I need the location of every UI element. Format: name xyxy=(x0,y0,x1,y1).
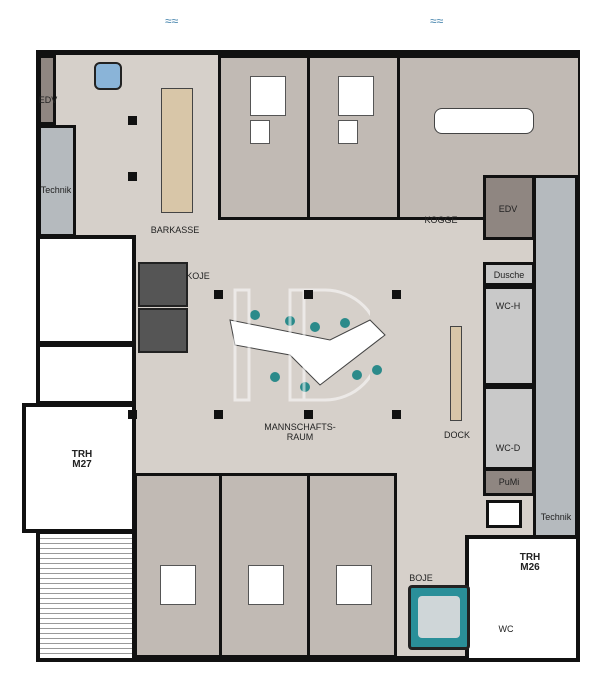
label-barkasse: BARKASSE xyxy=(150,225,200,235)
column xyxy=(392,290,401,299)
desk-group xyxy=(248,565,284,605)
koje-booth-1 xyxy=(138,262,188,307)
meeting-table xyxy=(434,108,534,134)
central-table xyxy=(229,319,386,386)
room-trh-m27 xyxy=(22,403,136,533)
stairs-left xyxy=(36,530,136,662)
room-technik-right[interactable] xyxy=(533,175,578,540)
elevators xyxy=(36,343,136,405)
stair-core-upper xyxy=(36,235,136,345)
column xyxy=(128,410,137,419)
column xyxy=(214,290,223,299)
room-office-5[interactable] xyxy=(307,473,397,658)
label-dock: DOCK xyxy=(443,430,471,440)
label-technik-left: Technik xyxy=(40,185,72,195)
label-kogge: KOGGE xyxy=(424,215,458,225)
column xyxy=(304,410,313,419)
room-technik-left[interactable] xyxy=(38,125,76,237)
room-wc-h[interactable] xyxy=(483,286,535,386)
hd-logo-watermark xyxy=(233,288,370,402)
label-wc-d: WC-D xyxy=(495,443,521,453)
label-line: TRH xyxy=(71,449,93,460)
label-line: MANNSCHAFTS- xyxy=(264,422,336,432)
dock-counter xyxy=(450,326,462,421)
desk-group xyxy=(336,565,372,605)
desk-group xyxy=(338,76,374,116)
column xyxy=(128,172,137,181)
desk xyxy=(338,120,358,144)
column xyxy=(392,410,401,419)
label-line: RAUM xyxy=(286,432,314,442)
room-wc-d[interactable] xyxy=(483,386,535,470)
water-icon: ≈≈ xyxy=(165,14,179,28)
label-technik-right: Technik xyxy=(540,512,572,522)
label-edv-right: EDV xyxy=(498,204,518,214)
label-boje: BOJE xyxy=(409,573,433,583)
desk-group xyxy=(160,565,196,605)
label-koje: KOJE xyxy=(186,271,210,281)
label-wc-h: WC-H xyxy=(495,301,521,311)
column xyxy=(214,410,223,419)
chair xyxy=(310,322,320,332)
chair xyxy=(340,318,350,328)
room-trh-m26 xyxy=(465,535,580,662)
chair xyxy=(372,365,382,375)
desk xyxy=(250,120,270,144)
room-pumi[interactable] xyxy=(483,468,535,496)
label-line: M27 xyxy=(72,459,92,470)
label-wc: WC xyxy=(498,624,514,634)
label-line: TRH xyxy=(519,552,541,563)
room-dusche[interactable] xyxy=(483,262,535,286)
barkasse-table xyxy=(161,88,193,213)
chair xyxy=(352,370,362,380)
koje-booth-2 xyxy=(138,308,188,353)
boje-table xyxy=(418,596,460,638)
shaft xyxy=(486,500,522,528)
room-edv-left[interactable] xyxy=(38,55,56,125)
label-mannschaftsraum: MANNSCHAFTS-RAUM xyxy=(264,422,336,442)
column xyxy=(128,116,137,125)
label-pumi: PuMi xyxy=(498,477,520,487)
column xyxy=(304,290,313,299)
water-icon: ≈≈ xyxy=(430,14,444,28)
phone-booth xyxy=(94,62,122,90)
chair xyxy=(270,372,280,382)
chair xyxy=(250,310,260,320)
label-dusche: Dusche xyxy=(493,270,525,280)
label-line: M26 xyxy=(520,562,540,573)
desk-group xyxy=(250,76,286,116)
label-edv-left: EDV xyxy=(38,95,58,105)
